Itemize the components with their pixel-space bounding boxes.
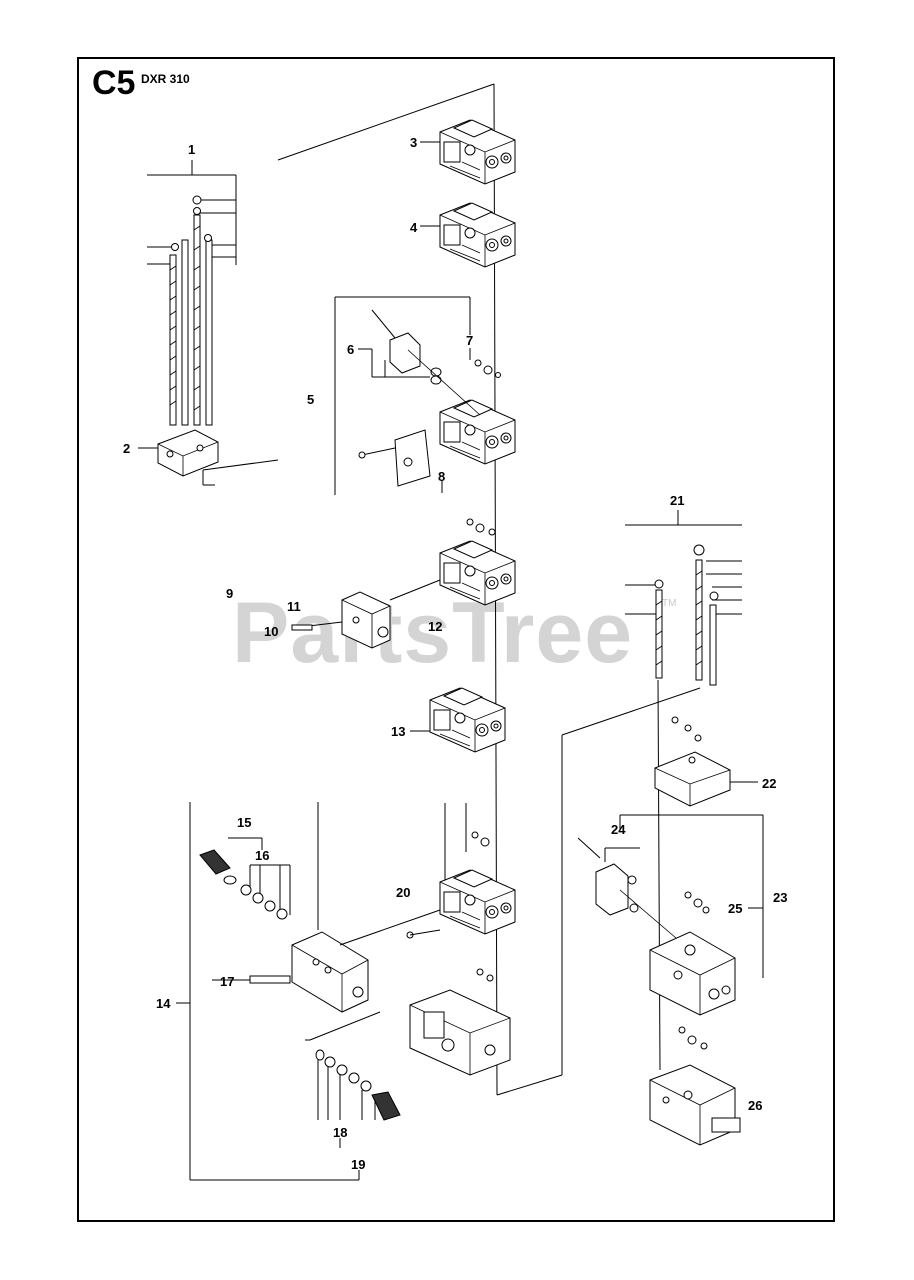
callout-19: 19	[351, 1157, 365, 1172]
callout-1: 1	[188, 142, 195, 157]
callout-5: 5	[307, 392, 314, 407]
diagram-frame	[77, 57, 835, 1222]
section-code: C5	[92, 64, 136, 102]
callout-23: 23	[773, 890, 787, 905]
valve-section-20-group	[406, 803, 516, 1076]
model-name: DXR 310	[141, 72, 190, 86]
callout-12: 12	[428, 619, 442, 634]
callout-8: 8	[438, 469, 445, 484]
callout-13: 13	[391, 724, 405, 739]
valve-section-13	[410, 687, 506, 753]
callout-24: 24	[611, 822, 626, 837]
valve-section-4	[420, 202, 516, 268]
tie-rods-right	[625, 510, 742, 686]
callout-22: 22	[762, 776, 776, 791]
callout-7: 7	[466, 333, 473, 348]
callout-18: 18	[333, 1125, 347, 1140]
tie-rods-left	[147, 160, 237, 426]
watermark-tm: TM	[662, 598, 677, 609]
callout-25: 25	[728, 901, 742, 916]
callout-2: 2	[123, 441, 130, 456]
end-plate-right	[654, 679, 758, 1071]
valve-section-9-group	[291, 518, 516, 649]
callout-14: 14	[156, 996, 171, 1011]
callout-4: 4	[410, 220, 418, 235]
callout-3: 3	[410, 135, 417, 150]
callout-11: 11	[287, 599, 301, 614]
callout-17: 17	[220, 974, 234, 989]
callout-16: 16	[255, 848, 269, 863]
valve-group-23	[577, 814, 764, 1146]
assembly-connector	[496, 687, 701, 1096]
valve-section-5-group	[334, 296, 516, 495]
callout-20: 20	[396, 885, 410, 900]
callout-10: 10	[264, 624, 278, 639]
callout-labels: 1 2 3 4 5 6 7 8 9 10 11 12 13 14 15 16 1…	[123, 135, 787, 1172]
callout-26: 26	[748, 1098, 762, 1113]
callout-6: 6	[347, 342, 354, 357]
valve-section-3	[420, 119, 516, 185]
spool-valve-14-group	[176, 802, 441, 1181]
callout-21: 21	[670, 493, 684, 508]
watermark-text: PartsTree	[232, 585, 634, 681]
callout-15: 15	[237, 815, 251, 830]
callout-9: 9	[226, 586, 233, 601]
end-plate-left	[138, 429, 279, 486]
